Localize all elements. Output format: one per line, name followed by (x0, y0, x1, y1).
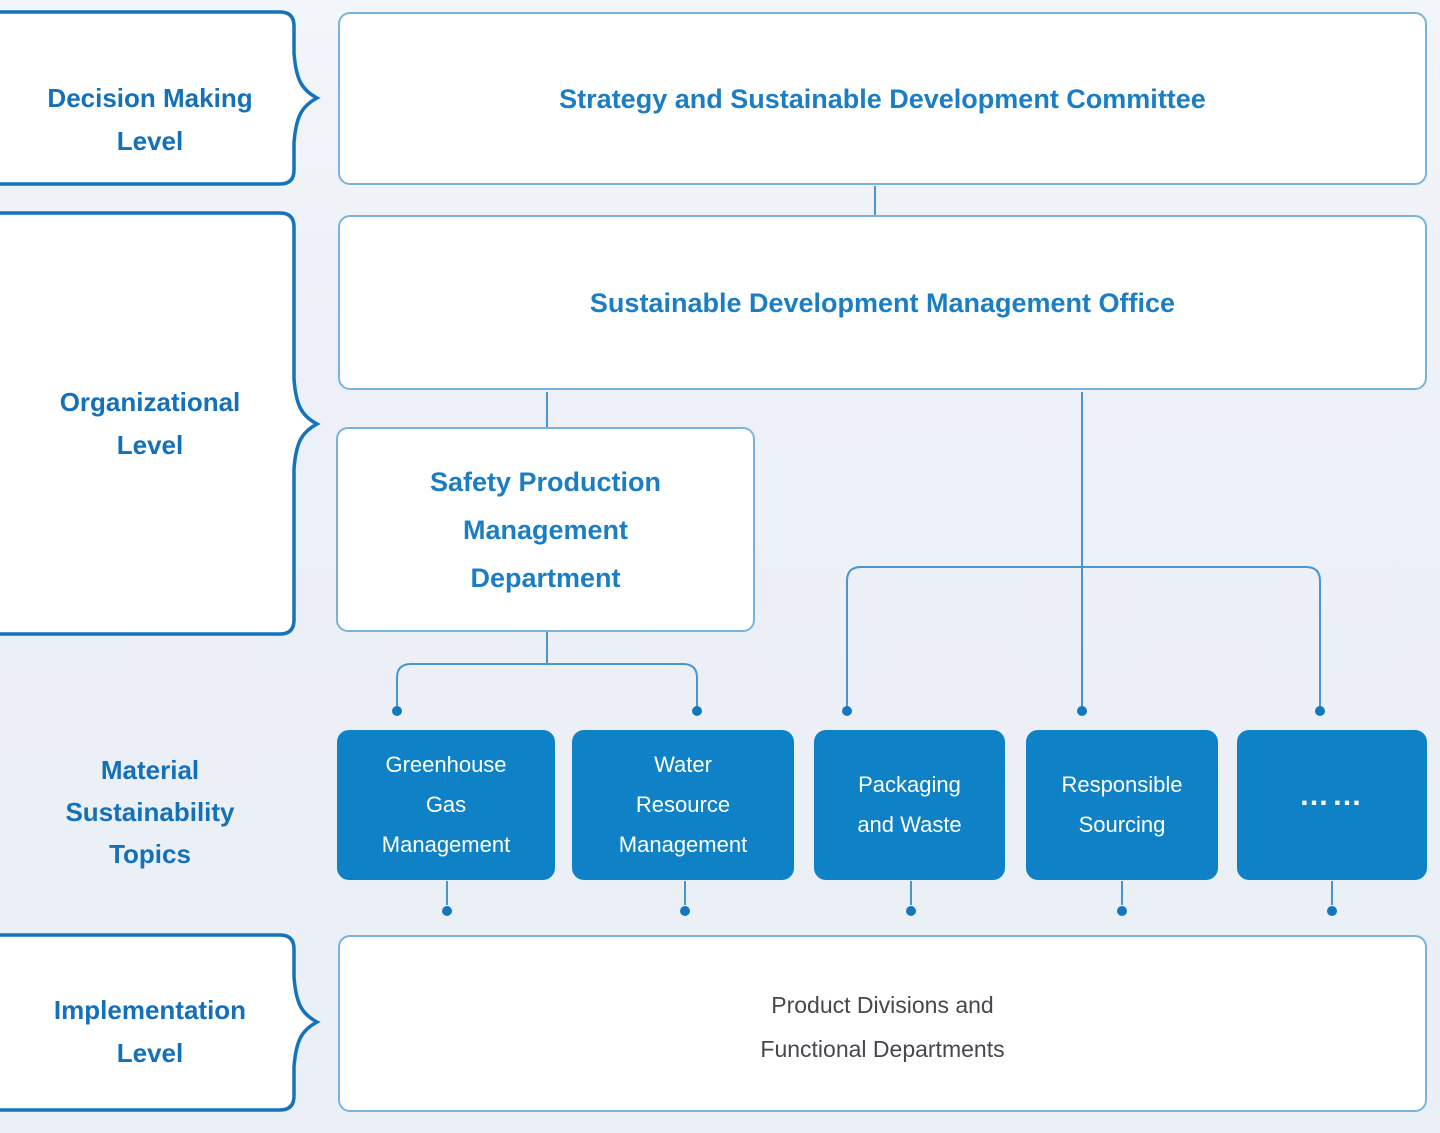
topic-box-greenhouse-gas: Greenhouse Gas Management (337, 730, 555, 880)
connector-dot (392, 706, 402, 716)
node-strategy-committee-label: Strategy and Sustainable Development Com… (559, 83, 1206, 114)
connector-dot (1327, 906, 1337, 916)
node-safety-department: Safety Production Management Department (336, 427, 755, 632)
level-label-line: Topics (109, 839, 191, 869)
connector-safety-bracket (396, 663, 698, 706)
connector-dot (1077, 706, 1087, 716)
level-label-organizational: Organizational Level (0, 213, 300, 634)
node-management-office: Sustainable Development Management Offic… (338, 215, 1427, 390)
level-bracket-shapes (0, 10, 321, 1112)
node-management-office-label: Sustainable Development Management Offic… (589, 287, 1176, 318)
topic-box-water-resource: Water Resource Management (572, 730, 794, 880)
connector-lines (396, 186, 1333, 905)
node-product-line: Functional Departments (760, 1035, 1005, 1062)
level-label-line: Sustainability (65, 797, 235, 827)
topic-line: Gas (425, 792, 467, 817)
level-label-line: Decision Making (47, 82, 253, 113)
level-label-line: Material (100, 755, 200, 785)
connector-dots (392, 706, 1337, 916)
ellipsis-label: …… (1299, 779, 1365, 812)
node-safety-line: Management (462, 514, 629, 545)
connector-dot (692, 706, 702, 716)
level-label-material-topics: Material Sustainability Topics (0, 748, 300, 876)
topic-line: Packaging (858, 772, 961, 797)
level-bracket-organizational (0, 211, 321, 636)
level-label-line: Implementation (53, 994, 247, 1025)
connector-dot (906, 906, 916, 916)
connector-dot (1117, 906, 1127, 916)
level-label-line: Level (116, 1037, 184, 1068)
node-strategy-committee: Strategy and Sustainable Development Com… (338, 12, 1427, 185)
level-label-decision-making: Decision Making Level (0, 12, 300, 185)
connector-dot (842, 706, 852, 716)
topic-box-responsible-sourcing: Responsible Sourcing (1026, 730, 1218, 880)
topic-line: Responsible (1061, 772, 1183, 797)
level-label-implementation: Implementation Level (0, 935, 300, 1110)
topic-line: Management (381, 832, 511, 857)
connector-office-bracket (846, 566, 1321, 706)
node-product-line: Product Divisions and (771, 991, 994, 1018)
connector-dot (680, 906, 690, 916)
topic-line: Resource (635, 792, 731, 817)
connector-dot (1315, 706, 1325, 716)
level-label-line: Level (116, 125, 184, 156)
level-label-line: Organizational (59, 386, 241, 417)
topic-box-more: …… (1237, 730, 1427, 880)
topic-line: Greenhouse (385, 752, 507, 777)
node-product-divisions: Product Divisions and Functional Departm… (338, 935, 1427, 1112)
topic-box-packaging-waste: Packaging and Waste (814, 730, 1005, 880)
level-bracket-decision (0, 10, 321, 186)
node-safety-line: Department (470, 562, 621, 593)
level-bracket-implementation (0, 933, 321, 1112)
topic-line: Management (618, 832, 748, 857)
connector-dot (442, 906, 452, 916)
topic-line: Sourcing (1078, 812, 1166, 837)
topic-line: Water (654, 752, 712, 777)
topic-line: and Waste (857, 812, 962, 837)
node-safety-line: Safety Production (429, 466, 662, 497)
level-label-line: Level (116, 429, 184, 460)
